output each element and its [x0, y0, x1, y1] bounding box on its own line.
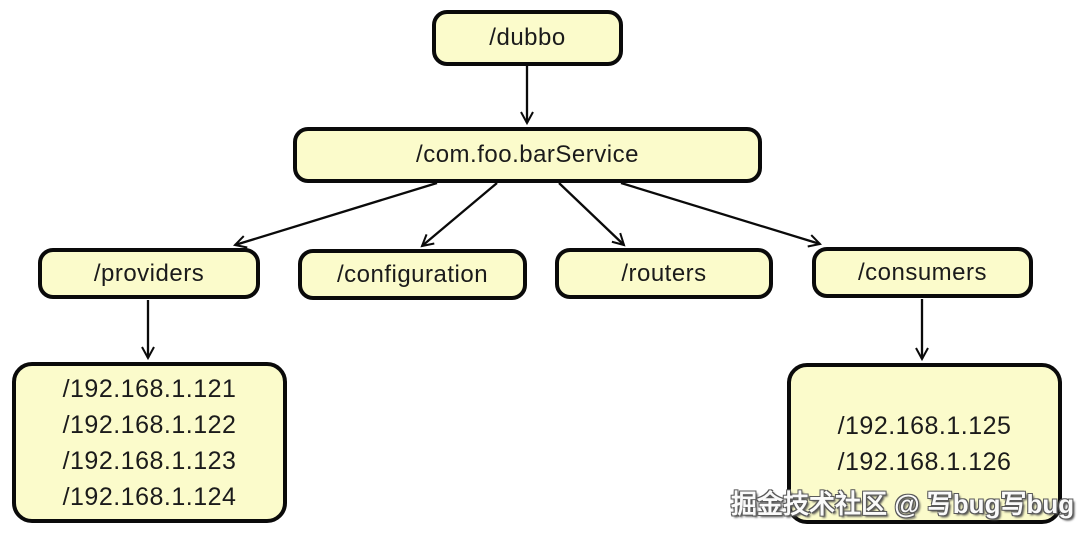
provider-address: /192.168.1.121 — [62, 374, 237, 403]
node-provider-addresses: /192.168.1.121 /192.168.1.122 /192.168.1… — [12, 362, 287, 523]
node-routers: /routers — [555, 248, 773, 299]
edge-service-to-routers — [558, 182, 626, 247]
node-consumers: /consumers — [812, 247, 1033, 298]
edge-service-to-consumers — [620, 181, 822, 248]
edge-service-to-configuration — [420, 182, 498, 248]
node-configuration-label: /configuration — [336, 260, 489, 288]
node-consumer-addresses: /192.168.1.125 /192.168.1.126 — [787, 363, 1062, 524]
watermark: 掘金技术社区 @ 写bug写bug — [731, 489, 1075, 519]
node-service: /com.foo.barService — [293, 127, 762, 183]
provider-address: /192.168.1.122 — [62, 410, 237, 439]
node-providers: /providers — [38, 248, 260, 299]
node-routers-label: /routers — [621, 259, 707, 287]
consumer-address: /192.168.1.125 — [837, 411, 1012, 440]
node-providers-label: /providers — [93, 259, 205, 287]
provider-address: /192.168.1.124 — [62, 482, 237, 511]
node-dubbo: /dubbo — [432, 10, 623, 66]
node-dubbo-label: /dubbo — [489, 24, 566, 51]
consumer-address: /192.168.1.126 — [837, 447, 1012, 476]
provider-address: /192.168.1.123 — [62, 446, 237, 475]
node-consumers-label: /consumers — [857, 258, 988, 286]
edge-service-to-providers — [233, 181, 438, 249]
node-configuration: /configuration — [298, 249, 527, 300]
node-service-label: /com.foo.barService — [416, 141, 639, 168]
